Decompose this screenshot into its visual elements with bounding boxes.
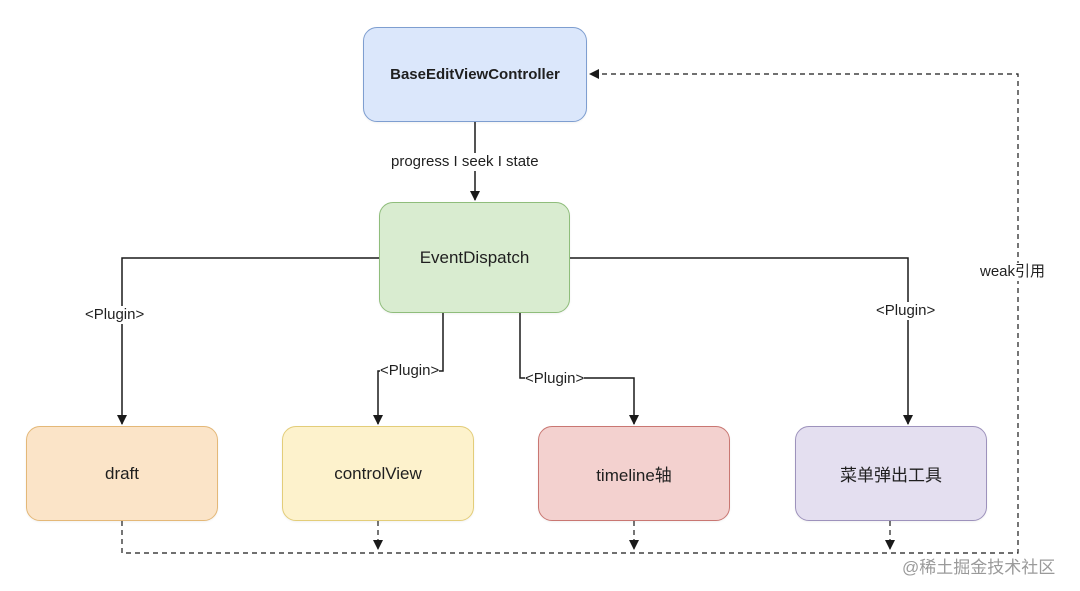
node-timeline: timeline轴 <box>538 426 730 521</box>
edge-label-progress: progress I seek I state <box>388 153 542 171</box>
node-event-label: EventDispatch <box>419 247 530 267</box>
node-event-dispatch: EventDispatch <box>379 202 570 313</box>
node-base-label: BaseEditViewController <box>390 66 560 83</box>
node-control-view: controlView <box>282 426 474 521</box>
node-base-edit-view-controller: BaseEditViewController <box>363 27 587 122</box>
node-timeline-label: timeline轴 <box>596 466 672 485</box>
edge-label-plugin-menu: <Plugin> <box>876 302 936 320</box>
edge-label-weak-reference: weak引用 <box>980 263 1046 281</box>
watermark-text: @稀土掘金技术社区 <box>902 558 1056 577</box>
edge-weak-reference <box>121 69 1019 554</box>
edge-label-plugin-timeline: <Plugin> <box>525 370 585 388</box>
node-control-label: controlView <box>334 463 422 483</box>
edge-event-to-menu <box>570 257 913 425</box>
node-menu-popup-tool: 菜单弹出工具 <box>795 426 987 521</box>
edge-label-plugin-control: <Plugin> <box>380 362 440 380</box>
edge-event-to-draft <box>117 257 379 425</box>
edge-event-to-timeline <box>519 313 639 425</box>
edge-label-plugin-draft: <Plugin> <box>85 306 145 324</box>
node-menu-label: 菜单弹出工具 <box>840 466 942 485</box>
node-draft: draft <box>26 426 218 521</box>
node-draft-label: draft <box>104 463 140 483</box>
